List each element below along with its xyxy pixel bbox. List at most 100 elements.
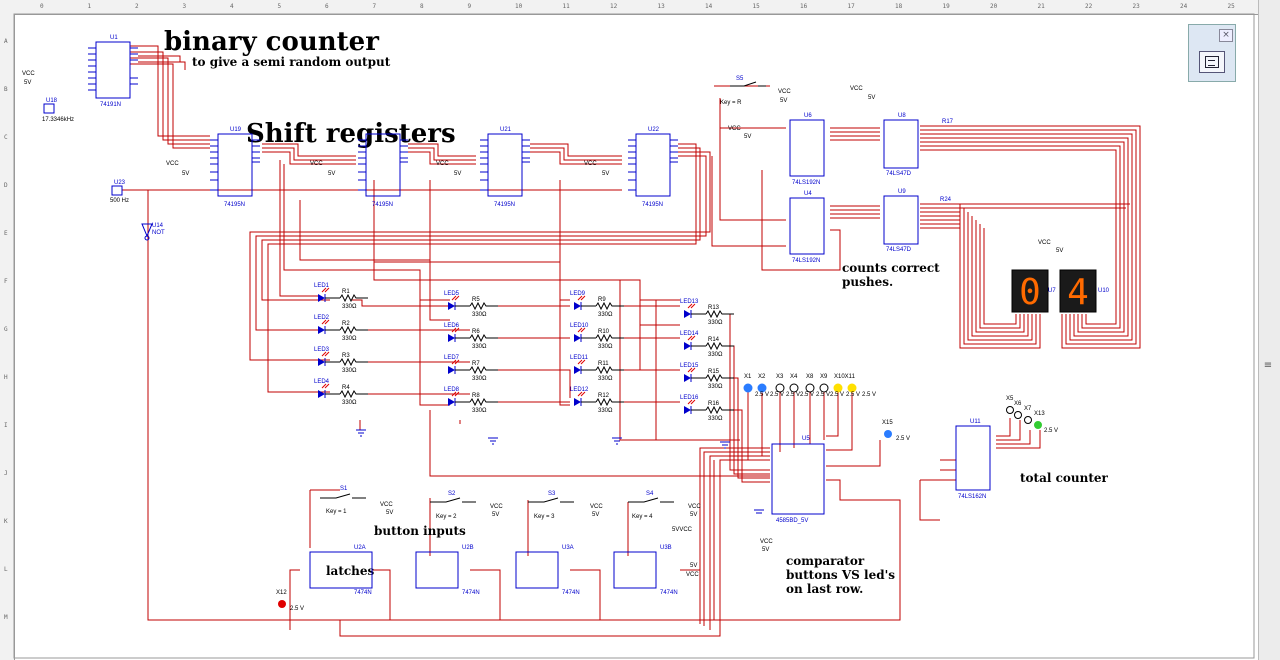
vcc-label-14: VCC	[686, 572, 699, 578]
ruler-column-label: 13	[657, 3, 665, 10]
U1-ref: U1	[110, 35, 118, 41]
ruler-column-label: 10	[515, 3, 523, 10]
probe-light-icon	[819, 383, 829, 393]
seven-segment-displays: 0 4	[1011, 269, 1097, 313]
probe-label: X9	[820, 374, 828, 380]
led-label: LED5	[444, 291, 460, 297]
diode-icon	[684, 374, 691, 382]
ruler-column-label: 14	[705, 3, 713, 10]
light-arrow-icon	[321, 383, 330, 389]
comparator-label-1: comparator	[786, 554, 865, 568]
light-arrow-icon	[687, 399, 696, 405]
U23-ref: U23	[114, 180, 126, 186]
resistor-value: 330Ω	[472, 408, 487, 414]
probe-voltage: 2.5 V	[896, 436, 910, 442]
led-label: LED15	[680, 363, 699, 369]
diode-icon	[684, 310, 691, 318]
ruler-column-label: 22	[1085, 3, 1093, 10]
U22-part: 74195N	[642, 202, 663, 208]
probe-label: X2	[758, 374, 766, 380]
v5-label-1: 5V	[690, 563, 697, 569]
toolbar-icon-button[interactable]	[1199, 51, 1225, 73]
scroll-thumb-icon[interactable]: ≡	[1263, 360, 1273, 371]
R24-ref: R24	[940, 197, 952, 203]
ruler-column-label: 0	[40, 3, 44, 10]
switch-S5[interactable]: S5 Key = R	[720, 76, 766, 106]
light-arrow-icon	[451, 359, 460, 365]
U11-ref: U11	[970, 419, 981, 425]
led-label: LED14	[680, 331, 699, 337]
U20-part: 74195N	[372, 202, 393, 208]
floating-mini-panel[interactable]: ×	[1188, 24, 1236, 82]
ruler-row-label: G	[4, 326, 8, 333]
U4-ref: U4	[804, 191, 812, 197]
svg-text:Key = R: Key = R	[720, 100, 742, 106]
switch-S3[interactable]: S3 Key = 3	[528, 491, 574, 520]
comparator-label-2: buttons VS led's	[786, 568, 895, 582]
led-label: LED1	[314, 283, 330, 289]
vcc-label-10: VCC	[380, 502, 393, 508]
light-arrow-icon	[577, 295, 586, 301]
switch-S2[interactable]: S2 Key = 2	[430, 491, 476, 520]
svg-text:S2: S2	[448, 491, 456, 497]
light-arrow-icon	[577, 327, 586, 333]
led-label: LED10	[570, 323, 589, 329]
resistor-value: 330Ω	[708, 320, 723, 326]
U18-freq: 17.3346kHz	[42, 117, 74, 123]
U19-part: 74195N	[224, 202, 245, 208]
ruler-row-label: I	[4, 422, 8, 429]
probe-label: X1	[744, 374, 752, 380]
resistor-icon	[705, 373, 734, 383]
probe-light-icon	[757, 383, 767, 393]
comparator-label-3: on last row.	[786, 582, 863, 596]
resistor-value: 330Ω	[598, 376, 613, 382]
probe-light-icon	[789, 383, 799, 393]
resistor-value: 330Ω	[472, 376, 487, 382]
ruler-column-label: 21	[1037, 3, 1045, 10]
U21-ref: U21	[500, 127, 512, 133]
resistor-icon	[339, 357, 368, 367]
resistor-icon	[339, 293, 368, 303]
ruler-row-label: C	[4, 134, 8, 141]
U10-ref: U10	[1098, 288, 1110, 294]
probe-light-icon	[775, 383, 785, 393]
light-arrow-icon	[451, 327, 460, 333]
total-counter-label: total counter	[1020, 471, 1109, 485]
latches-label: latches	[326, 564, 375, 578]
probe-voltage: 2.5 V	[770, 392, 784, 398]
probe-label: X15	[882, 420, 893, 426]
vcc-value-3: 5V	[328, 171, 335, 177]
U18-ref: U18	[46, 98, 58, 104]
resistor-label: R12	[598, 393, 610, 399]
resistor-value: 330Ω	[472, 312, 487, 318]
vcc-label-4: VCC	[436, 161, 449, 167]
resistor-value: 330Ω	[708, 416, 723, 422]
resistor-value: 330Ω	[472, 344, 487, 350]
vertical-scrollbar[interactable]	[1258, 0, 1280, 660]
U21-part: 74195N	[494, 202, 515, 208]
resistor-value: 330Ω	[342, 304, 357, 310]
vcc-value-4: 5V	[454, 171, 461, 177]
switch-S4[interactable]: S4 Key = 4	[628, 491, 674, 520]
probe-label: X10X11	[834, 374, 856, 380]
probe-voltage: 2.5 V	[755, 392, 769, 398]
ruler-row-label: E	[4, 230, 8, 237]
close-icon[interactable]: ×	[1219, 29, 1233, 42]
vcc-label-7: VCC	[728, 126, 741, 132]
svg-text:S5: S5	[736, 76, 744, 82]
switch-S1[interactable]: S1 Key = 1	[320, 486, 366, 515]
probe-light-icon	[884, 430, 892, 438]
ruler-column-label: 2	[135, 3, 139, 10]
resistor-icon	[705, 309, 734, 319]
diode-icon	[448, 302, 455, 310]
ruler-column-label: 9	[467, 3, 472, 10]
resistor-value: 330Ω	[598, 408, 613, 414]
resistor-value: 330Ω	[708, 384, 723, 390]
vcc-label-13: VCC	[688, 504, 701, 510]
ruler-column-label: 23	[1132, 3, 1140, 10]
resistor-icon	[469, 397, 498, 407]
